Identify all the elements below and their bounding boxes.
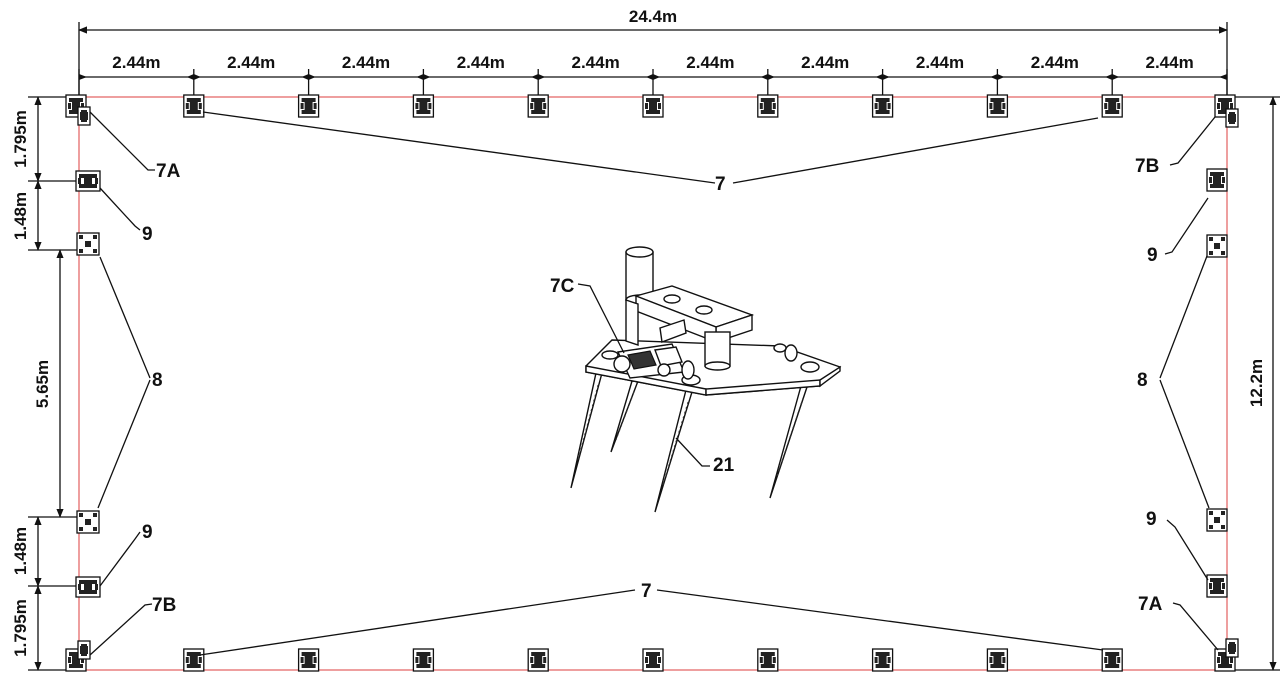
callout-leaders bbox=[89, 111, 1219, 656]
segment-label: 2.44m bbox=[1031, 53, 1079, 72]
left-dim-5-label: 1.795m bbox=[11, 599, 30, 657]
callout-7A-bottom-right: 7A bbox=[1138, 594, 1163, 615]
segment-label: 2.44m bbox=[1145, 53, 1193, 72]
left-dim-3-label: 5.65m bbox=[33, 360, 52, 408]
callout-7B-top-right: 7B bbox=[1135, 156, 1159, 177]
anchor-detail-drawing bbox=[570, 246, 842, 513]
right-dimension: 12.2m bbox=[1235, 96, 1280, 671]
anchor-unit bbox=[297, 648, 320, 672]
leader-7C bbox=[577, 283, 625, 354]
anchor-unit bbox=[642, 648, 664, 672]
anchor-units bbox=[65, 94, 1239, 672]
segment-arrow bbox=[301, 74, 309, 80]
anchor-unit bbox=[871, 94, 894, 118]
segment-label: 2.44m bbox=[112, 53, 160, 72]
segment-arrow bbox=[646, 74, 653, 80]
segment-arrow bbox=[1112, 74, 1120, 80]
segment-label: 2.44m bbox=[801, 53, 849, 72]
callout-7C: 7C bbox=[550, 276, 575, 297]
anchor-unit bbox=[642, 94, 664, 118]
plate-rings bbox=[601, 343, 820, 386]
segment-labels: 2.44m 2.44m 2.44m 2.44m 2.44m 2.44m 2.44m 2.44m… bbox=[112, 53, 1193, 72]
segment-arrow bbox=[193, 74, 201, 80]
anchor-unit bbox=[1206, 508, 1228, 532]
anchor-unit bbox=[1214, 94, 1236, 118]
callout-labels: 7 7 7A 7B 7B 7A 9 9 9 9 8 8 7C 21 bbox=[142, 156, 1163, 616]
segment-arrow bbox=[538, 74, 546, 80]
anchor-unit bbox=[75, 170, 101, 192]
anchor-unit bbox=[871, 648, 894, 672]
segment-arrow bbox=[990, 74, 998, 80]
segment-arrow bbox=[653, 74, 660, 80]
segment-label: 2.44m bbox=[342, 53, 390, 72]
anchor-unit bbox=[986, 648, 1009, 672]
callout-7B-bottom-left: 7B bbox=[152, 595, 176, 616]
segment-ticks bbox=[78, 69, 1228, 97]
anchor-unit bbox=[412, 94, 435, 118]
anchor-unit bbox=[527, 648, 549, 672]
anchor-unit bbox=[757, 94, 779, 118]
callout-8-left: 8 bbox=[152, 370, 163, 391]
segment-arrow bbox=[531, 74, 539, 80]
left-dim-4-label: 1.48m bbox=[11, 527, 30, 575]
callout-8-right: 8 bbox=[1137, 370, 1148, 391]
segment-label: 2.44m bbox=[916, 53, 964, 72]
segment-arrow bbox=[308, 74, 316, 80]
overall-width-label: 12.2m bbox=[1247, 359, 1266, 407]
callout-7-top: 7 bbox=[715, 174, 726, 195]
top-arm bbox=[633, 285, 755, 344]
left-dimensions: 1.795m 1.48m 5.65m 1.48m 1.795m bbox=[11, 96, 80, 671]
segment-label: 2.44m bbox=[571, 53, 619, 72]
callout-9-left-bottom: 9 bbox=[142, 522, 153, 543]
anchor-unit bbox=[1225, 638, 1239, 658]
ratchet-mechanism bbox=[613, 319, 687, 379]
segment-arrow bbox=[416, 74, 424, 80]
segment-label: 2.44m bbox=[227, 53, 275, 72]
anchor-unit bbox=[986, 94, 1009, 118]
segment-arrow bbox=[997, 74, 1005, 80]
anchor-unit bbox=[1206, 234, 1228, 258]
callout-21: 21 bbox=[713, 455, 735, 476]
anchor-unit bbox=[1101, 648, 1123, 672]
segment-arrow bbox=[875, 74, 883, 80]
segment-arrow bbox=[767, 74, 775, 80]
left-dim-2-label: 1.48m bbox=[11, 192, 30, 240]
anchor-unit bbox=[76, 232, 100, 256]
segment-arrow bbox=[760, 74, 768, 80]
segment-arrow bbox=[186, 74, 194, 80]
anchor-unit bbox=[757, 648, 779, 672]
anchor-unit bbox=[297, 94, 320, 118]
anchor-unit bbox=[76, 510, 100, 534]
segment-label: 2.44m bbox=[457, 53, 505, 72]
anchor-unit bbox=[412, 648, 435, 672]
anchor-unit bbox=[1225, 108, 1239, 128]
segment-arrow bbox=[1105, 74, 1113, 80]
callout-9-left-top: 9 bbox=[142, 224, 153, 245]
anchor-unit bbox=[1101, 94, 1123, 118]
anchor-unit bbox=[75, 576, 101, 598]
anchor-unit bbox=[183, 648, 205, 672]
overall-length-label: 24.4m bbox=[629, 7, 677, 26]
anchor-unit bbox=[1206, 168, 1228, 192]
ground-spikes bbox=[570, 372, 808, 513]
left-dim-1-label: 1.795m bbox=[11, 110, 30, 168]
segment-label: 2.44m bbox=[686, 53, 734, 72]
callout-7A-top-left: 7A bbox=[156, 161, 181, 182]
segment-arrow bbox=[423, 74, 431, 80]
anchor-unit bbox=[77, 106, 91, 126]
callout-7-bottom: 7 bbox=[641, 581, 652, 602]
segment-arrow bbox=[882, 74, 890, 80]
lower-post bbox=[704, 331, 731, 371]
anchor-unit bbox=[77, 640, 91, 660]
anchor-unit bbox=[527, 94, 549, 118]
callout-9-right-bottom: 9 bbox=[1146, 509, 1157, 530]
anchor-unit bbox=[183, 94, 205, 118]
leader-21 bbox=[675, 437, 710, 467]
callout-9-right-top: 9 bbox=[1147, 245, 1158, 266]
anchor-unit bbox=[1206, 574, 1228, 598]
